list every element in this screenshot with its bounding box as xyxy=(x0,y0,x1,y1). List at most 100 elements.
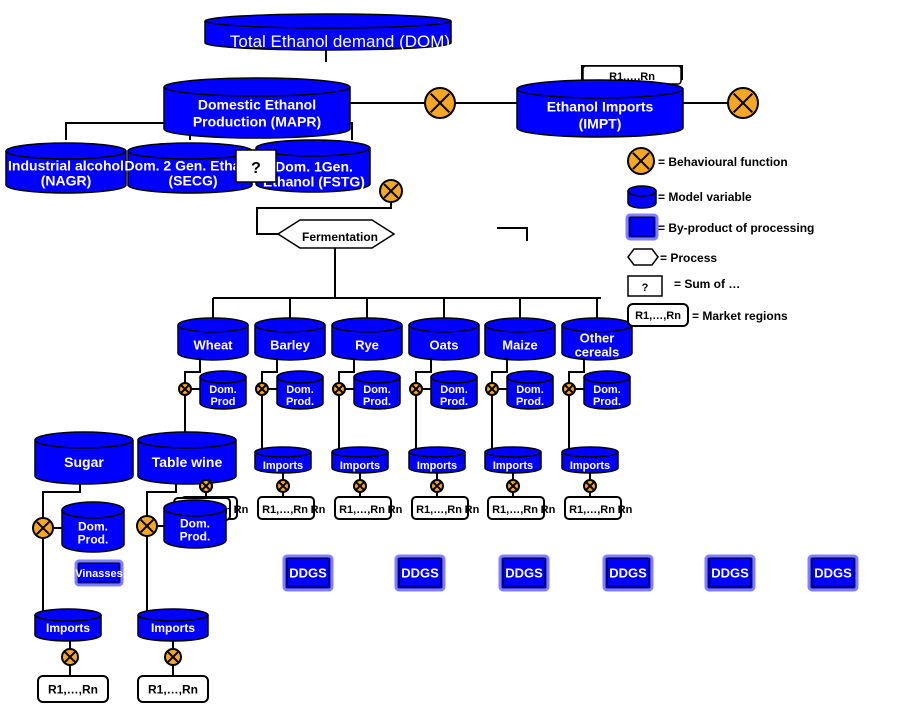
cereal-label: Other xyxy=(580,331,615,346)
ddgs-byproduct-inner xyxy=(811,557,855,588)
cereal-label: Oats xyxy=(430,338,459,353)
cereal-regions-label: R1,…,Rn xyxy=(339,504,385,516)
behavioural-cross xyxy=(180,384,190,394)
cereal-dom-prod-node-body xyxy=(506,377,554,410)
cereal-behaviour-icon xyxy=(409,382,423,396)
cereal-imports-node-top xyxy=(331,446,389,458)
sugar-branch-line xyxy=(42,484,81,612)
ddgs-byproduct-label: DDGS xyxy=(401,566,439,581)
cereal-dom-prod-label: Prod. xyxy=(440,396,468,408)
first-gen-node-body xyxy=(255,148,371,193)
ethanol-imports-node-top xyxy=(516,79,684,99)
behavioural-cross xyxy=(487,384,497,394)
cereal-behaviour-icon xyxy=(255,382,269,396)
ddgs-byproduct-inner xyxy=(286,557,330,588)
cereal-branch-line xyxy=(415,358,432,470)
cereal-dom-prod-node-body xyxy=(199,377,247,410)
total-demand-node-top xyxy=(204,13,452,29)
cereal-regions-suffix: Rn xyxy=(465,504,480,516)
total-demand-node xyxy=(204,13,452,51)
industrial-alcohol-node-body xyxy=(5,151,127,194)
cereal-regions-box xyxy=(411,496,469,520)
sugar-dom-prod-label: Prod. xyxy=(78,533,109,547)
sugar-node-body xyxy=(34,440,134,485)
vinasses-byproduct-inner xyxy=(78,562,120,583)
legend-behavioural-icon xyxy=(627,147,655,175)
cereal-regions-box xyxy=(564,496,622,520)
fermentation-label: Fermentation xyxy=(302,230,378,244)
legend-regions-icon-label: R1,…,Rn xyxy=(635,310,681,322)
cereal-node-body xyxy=(484,325,556,361)
behavioural-cross xyxy=(64,651,76,663)
cereal-imports-label: Imports xyxy=(263,460,303,472)
cereal-behaviour-icon xyxy=(332,382,346,396)
domestic-imports-behaviour-icon xyxy=(424,87,456,119)
cereal-regions-suffix: Rn xyxy=(541,504,556,516)
behavioural-cross xyxy=(732,92,754,114)
industrial-alcohol-node xyxy=(5,142,127,194)
legend-model-variable-icon-top xyxy=(627,185,657,197)
wine-regions-behaviour-icon xyxy=(199,479,213,493)
cereal-dom-prod-label: Dom. xyxy=(209,384,237,396)
ethanol-imports-node-body xyxy=(516,89,684,138)
cereal-branch-line xyxy=(261,358,278,470)
sugar-regions-box-label: R1,…,Rn xyxy=(48,682,98,696)
cereal-label: cereals xyxy=(575,345,620,360)
cereal-node xyxy=(561,317,633,361)
cereal-imports-behaviour-icon xyxy=(430,479,444,493)
cereal-dom-prod-node xyxy=(583,370,631,410)
sugar-regions-box xyxy=(37,675,109,703)
cereal-dom-prod-node-top xyxy=(506,370,554,384)
cereal-dom-prod-label: Prod. xyxy=(593,396,621,408)
cereal-imports-behaviour-icon xyxy=(276,479,290,493)
ethanol-imports-label: (IMPT) xyxy=(579,115,622,131)
table-wine-node-body xyxy=(137,440,237,485)
cereal-regions-label: R1,…,Rn xyxy=(416,504,462,516)
cereal-dom-prod-label: Dom. xyxy=(286,384,314,396)
cereal-behaviour-icon xyxy=(562,382,576,396)
wine-regions-box xyxy=(137,675,209,703)
cereal-regions-suffix: Rn xyxy=(388,504,403,516)
sugar-dom-prod-node-body xyxy=(61,510,125,553)
cereal-regions-suffix: Rn xyxy=(234,504,249,516)
behavioural-cross xyxy=(508,481,518,491)
cereal-regions-label: R1,…,Rn xyxy=(262,504,308,516)
cereal-dom-prod-label: Dom. xyxy=(593,384,621,396)
cereal-node-top xyxy=(484,317,556,333)
legend-process-label: = Process xyxy=(660,251,717,265)
table-wine-node xyxy=(137,431,237,485)
ethanol-imports-label: Ethanol Imports xyxy=(547,98,654,114)
cereal-imports-behaviour-icon xyxy=(583,479,597,493)
second-gen-label: (SECG) xyxy=(169,172,218,188)
cereal-dom-prod-node-body xyxy=(430,377,478,410)
behavioural-cross xyxy=(564,384,574,394)
sugar-imports-label: Imports xyxy=(46,621,90,635)
wine-dom-prod-label: Dom. xyxy=(180,517,210,531)
cereal-regions-box xyxy=(257,496,315,520)
behavioural-cross xyxy=(140,519,154,533)
behavioural-cross xyxy=(432,481,442,491)
wine-imports-node-body xyxy=(137,615,209,642)
legend-sum-label: = Sum of … xyxy=(674,277,740,291)
legend-process-icon xyxy=(627,248,659,266)
first-gen-node xyxy=(255,139,371,193)
first-gen-behaviour-icon xyxy=(379,179,403,203)
domestic-production-label: Domestic Ethanol xyxy=(198,96,316,112)
cereal-dom-prod-label: Dom. xyxy=(516,384,544,396)
cereal-dom-prod-node xyxy=(276,370,324,410)
wine-behaviour-icon xyxy=(136,515,158,537)
sugar-dom-prod-node xyxy=(61,501,125,553)
sugar-node-top xyxy=(34,431,134,449)
second-gen-node-body xyxy=(127,151,253,194)
cereal-dom-prod-node-top xyxy=(199,370,247,384)
cereal-regions-suffix: Rn xyxy=(618,504,633,516)
cereal-imports-label: Imports xyxy=(340,460,380,472)
cereal-dom-prod-node xyxy=(353,370,401,410)
table-wine-node-top xyxy=(137,431,237,449)
cereal-imports-node-top xyxy=(254,446,312,458)
cereal-dom-prod-node-top xyxy=(276,370,324,384)
cereal-node xyxy=(254,317,326,361)
table-wine-label: Table wine xyxy=(152,454,223,470)
legend-sum-icon-label: ? xyxy=(642,282,649,294)
